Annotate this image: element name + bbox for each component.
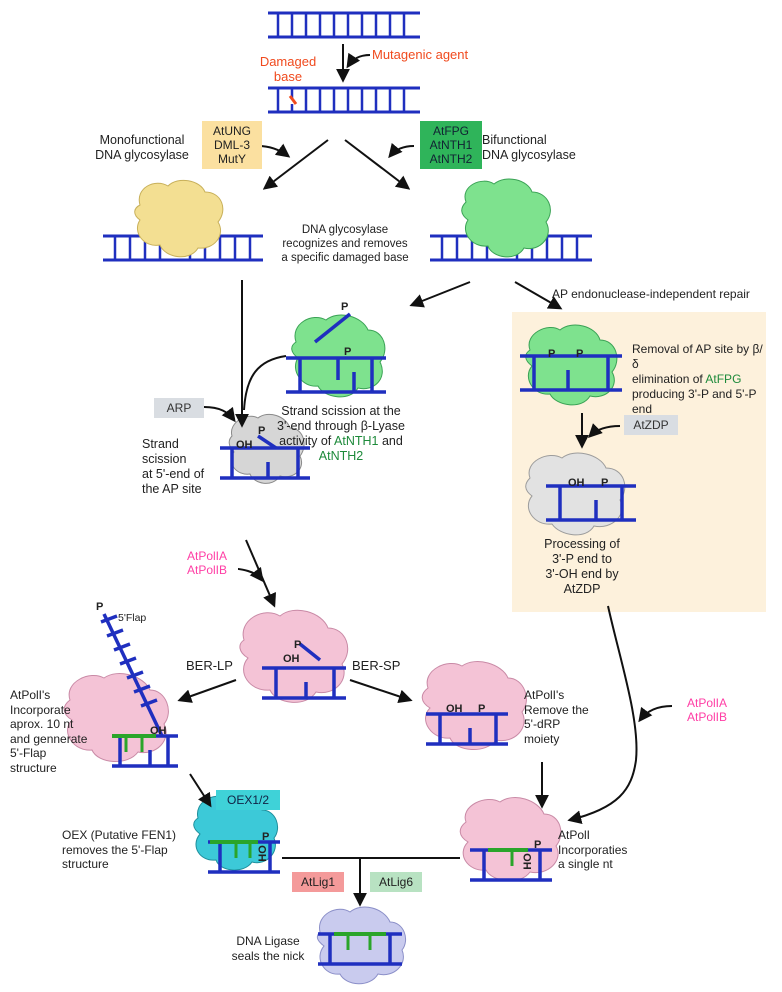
atnth1-highlight: AtNTH1 — [334, 434, 379, 448]
damaged-dna — [268, 86, 420, 114]
p-mark-single: P — [534, 839, 542, 851]
incorporates-single-label: AtPolI Incorporaties a single nt — [558, 828, 628, 871]
oh-mark-lp: OH — [150, 725, 167, 737]
flow-arrows — [177, 44, 673, 907]
p-mark-zdp: P — [601, 477, 609, 489]
fpg-elimination-complex — [520, 324, 622, 406]
green-glycosylase-protein — [461, 178, 551, 258]
atnth2-highlight: AtNTH2 — [318, 449, 364, 463]
processing-label: Processing of 3'-P end to 3'-OH end by A… — [544, 537, 620, 596]
ho-mark-oex: HO — [256, 845, 269, 862]
intact-dna — [268, 11, 420, 39]
glycosylase-recognizes-label: DNA glycosylase recognizes and removes a… — [281, 224, 409, 264]
ber-sp-label: BER-SP — [352, 658, 401, 673]
p-mark-lyase-1: P — [341, 301, 349, 313]
green-lyase-protein — [291, 314, 386, 398]
yellow-glycosylase-protein — [134, 179, 224, 258]
bi-glycosylase-dna — [430, 178, 592, 262]
flap-label: 5'Flap — [118, 612, 147, 624]
strand-scission-5-label: Strand scission at 5'-end of the AP site — [142, 437, 205, 496]
p-mark-lyase-2: P — [344, 346, 352, 358]
p-mark-fpg-2: P — [576, 348, 584, 360]
beta-lyase-complex — [286, 312, 386, 398]
atzdp-tag: AtZDP — [624, 415, 678, 435]
zdp-processing-complex — [525, 452, 636, 536]
oh-mark-zdp: OH — [568, 477, 585, 489]
ligase-complex — [316, 906, 406, 985]
ber-lp-complex — [63, 613, 178, 768]
arp-scission-complex — [220, 413, 310, 484]
damaged-base-label: Damaged base — [259, 54, 317, 84]
atlig6-tag: AtLig6 — [370, 872, 422, 892]
oh-mark-central: OH — [283, 653, 300, 665]
pink-single-protein — [459, 797, 562, 882]
monofunctional-label: Monofunctional DNA glycosylase — [95, 133, 189, 162]
mono-enzymes-tag: AtUNG DML-3 MutY — [202, 121, 262, 169]
p-mark-fpg-1: P — [548, 348, 556, 360]
incorporate-10-label: AtPolI's Incorporate aprox. 10 nt and ge… — [10, 688, 88, 775]
ligase-seals-label: DNA Ligase seals the nick — [231, 934, 305, 963]
bifunctional-label: Bifunctional DNA glycosylase — [482, 133, 576, 162]
oex-complex — [193, 794, 280, 874]
ber-sp-complex — [421, 661, 527, 750]
p-mark-arp: P — [258, 425, 266, 437]
p-mark-flap: P — [96, 601, 104, 613]
oex-tag: OEX1/2 — [216, 790, 280, 810]
removal-ap-label: Removal of AP site by β/δ elimination of… — [632, 342, 763, 416]
oh-mark-sp: OH — [446, 703, 463, 715]
ap-independent-label: AP endonuclease-independent repair — [552, 287, 750, 301]
remove-drp-label: AtPolI's Remove the 5'-dRP moiety — [524, 688, 589, 746]
ho-mark-single: HO — [521, 853, 534, 870]
atlig1-tag: AtLig1 — [292, 872, 344, 892]
oex-removes-label: OEX (Putative FEN1) removes the 5'-Flap … — [62, 828, 177, 871]
atfpg-highlight: AtFPG — [705, 372, 742, 386]
poli-central-complex — [239, 609, 349, 703]
single-nt-complex — [459, 797, 562, 882]
mutagenic-agent-label: Mutagenic agent — [372, 47, 469, 62]
strand-scission-3-label: Strand scission at the 3'-end through β-… — [277, 404, 405, 463]
p-mark-central: P — [294, 639, 302, 651]
mono-glycosylase-dna — [103, 179, 263, 262]
arp-tag: ARP — [154, 398, 204, 418]
pink-sp-protein — [421, 661, 527, 750]
pol-left-tag: AtPolIA AtPolIB — [176, 546, 238, 580]
pink-poli-protein — [239, 609, 349, 703]
pol-right-tag: AtPolIA AtPolIB — [676, 693, 738, 727]
oh-mark-arp: OH — [236, 439, 253, 451]
ber-lp-label: BER-LP — [186, 658, 233, 673]
p-mark-sp: P — [478, 703, 486, 715]
p-mark-oex: P — [262, 831, 270, 843]
bi-enzymes-tag: AtFPG AtNTH1 AtNTH2 — [420, 121, 482, 169]
